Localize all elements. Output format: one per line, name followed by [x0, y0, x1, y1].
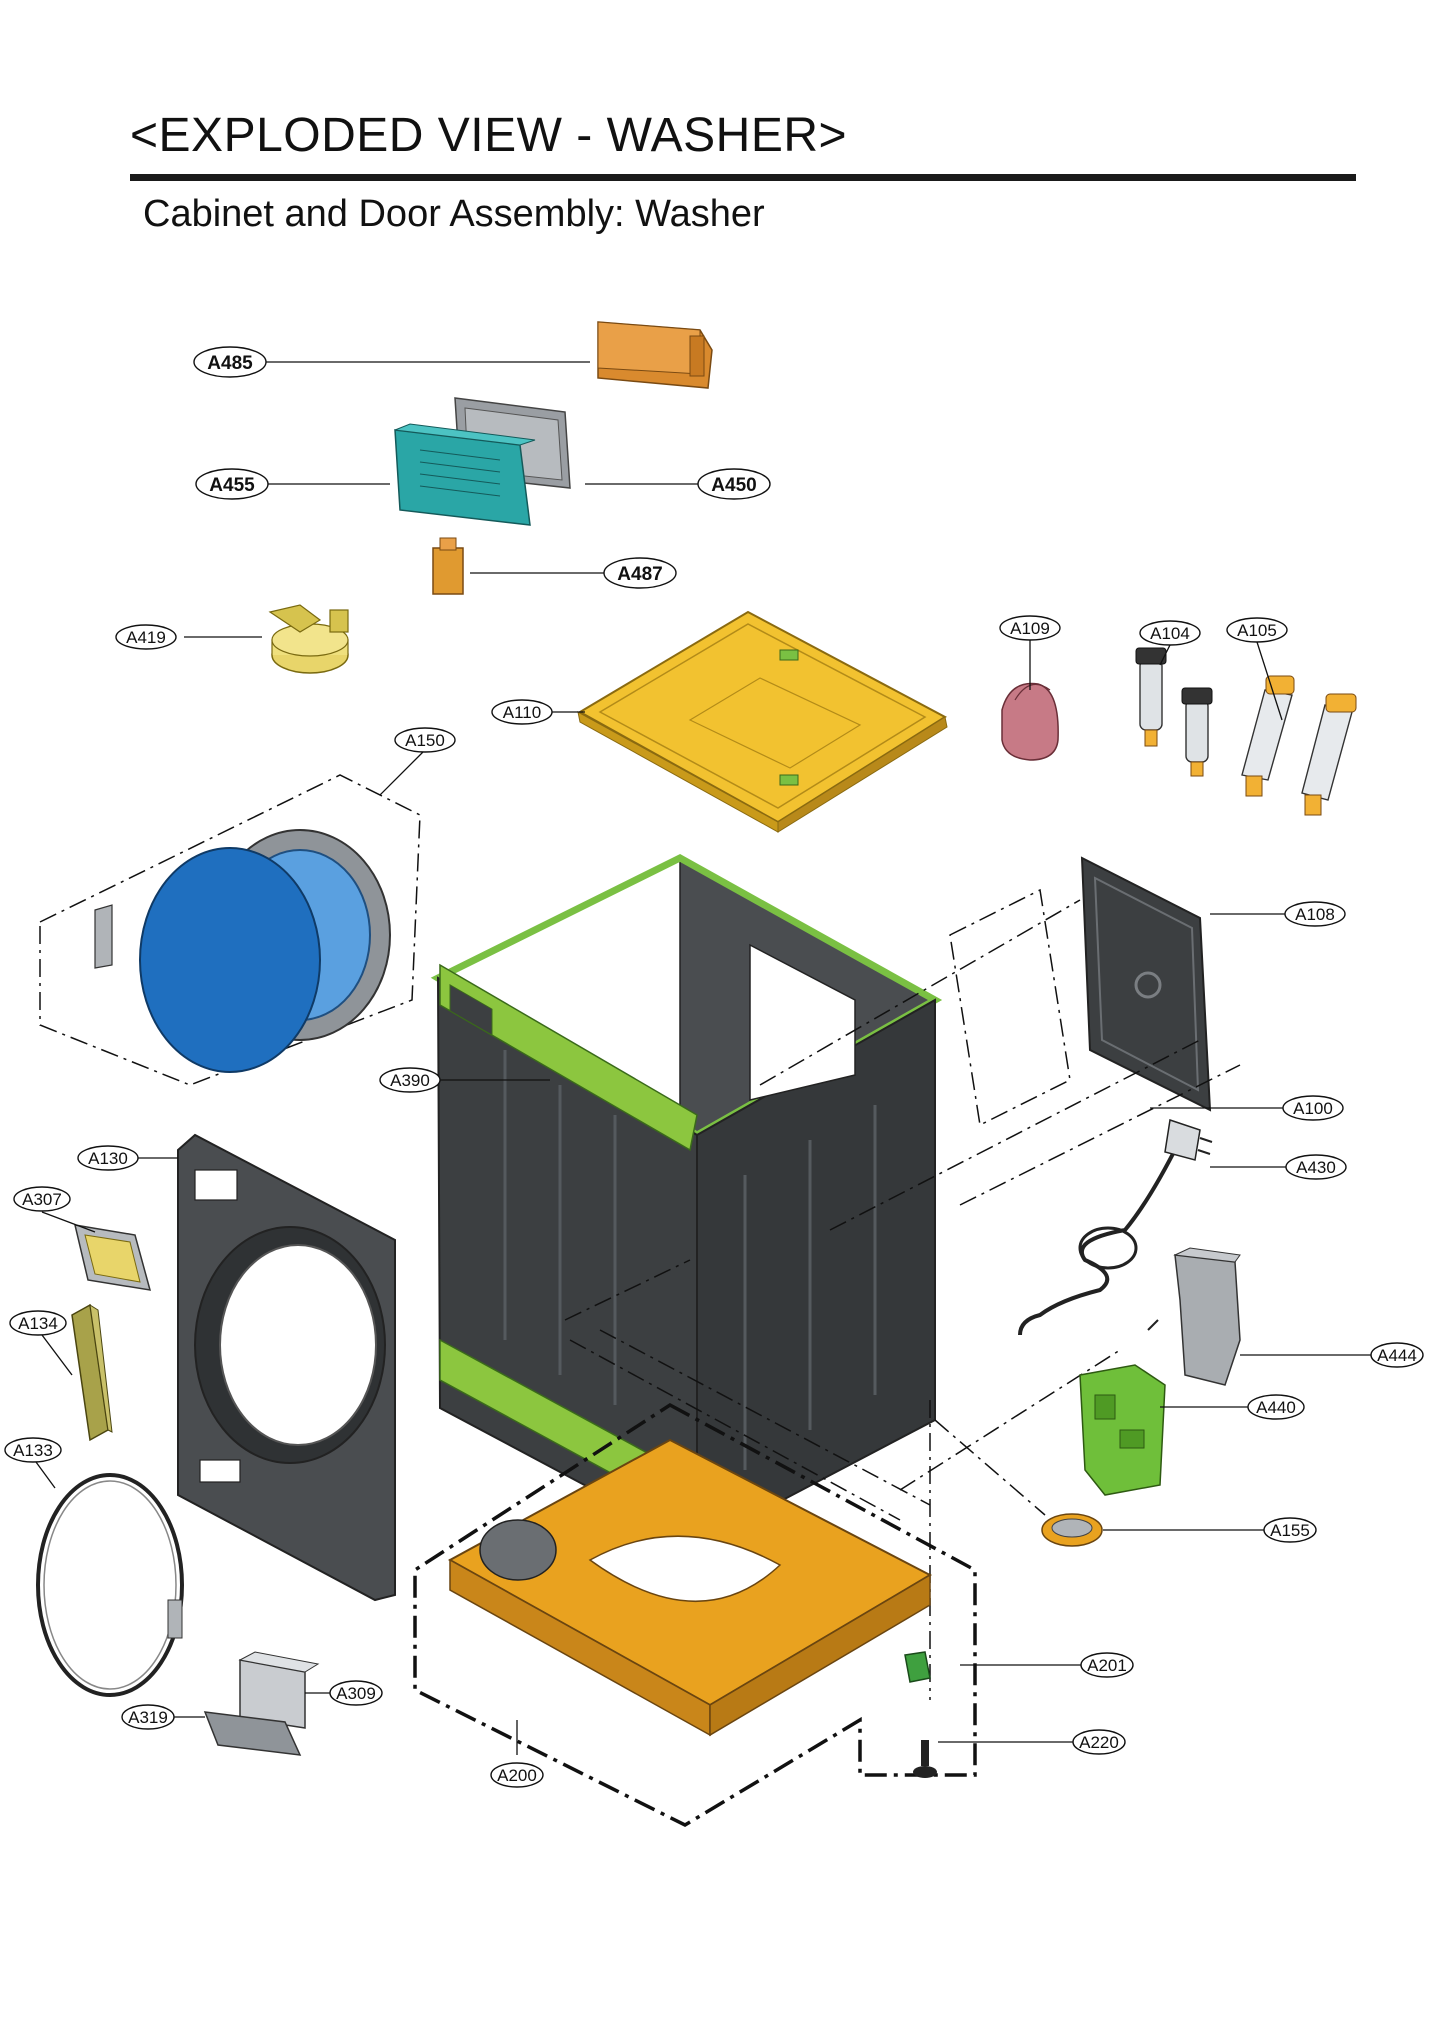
part-a307-dispenser [74, 1224, 152, 1291]
part-a220-leveling-foot [913, 1740, 937, 1778]
svg-text:A155: A155 [1270, 1521, 1310, 1540]
callout-a134: A134 [9, 1310, 67, 1336]
part-a100-cabinet [430, 854, 943, 1547]
callout-a109: A109 [999, 615, 1061, 641]
part-a105-inlet-hoses [1241, 675, 1357, 816]
svg-text:A485: A485 [207, 353, 253, 374]
svg-text:A307: A307 [22, 1190, 62, 1209]
callout-a419: A419 [115, 624, 177, 650]
page-title: <EXPLODED VIEW - WASHER> [130, 109, 848, 162]
part-a444-cord-cover [1173, 1247, 1241, 1386]
part-a430-power-cord [1018, 1119, 1213, 1336]
part-a110-top-plate [577, 610, 948, 833]
callout-a220: A220 [1072, 1729, 1126, 1755]
callout-a390: A390 [379, 1067, 441, 1093]
part-a155-cap [1041, 1513, 1103, 1547]
svg-text:A134: A134 [18, 1314, 58, 1333]
callout-a487: A487 [603, 557, 677, 589]
svg-text:A319: A319 [128, 1708, 168, 1727]
callout-a440: A440 [1247, 1394, 1305, 1420]
svg-text:A220: A220 [1079, 1733, 1119, 1752]
svg-text:A100: A100 [1293, 1099, 1333, 1118]
part-a134-hinge [71, 1303, 113, 1442]
callout-a455: A455 [195, 468, 269, 500]
svg-text:A444: A444 [1377, 1346, 1417, 1365]
part-a319-filter-cover [203, 1711, 302, 1756]
svg-text:A201: A201 [1087, 1656, 1127, 1675]
screw [1147, 1319, 1159, 1331]
part-a201-bracket [904, 1651, 931, 1683]
callout-a133: A133 [4, 1437, 62, 1463]
part-a485-pcb-cover [597, 321, 713, 389]
part-a455-pcb-case [394, 423, 536, 526]
callout-a444: A444 [1370, 1342, 1424, 1368]
part-a150-door-assembly [39, 774, 421, 1086]
svg-text:A109: A109 [1010, 619, 1050, 638]
callout-a485: A485 [193, 346, 267, 378]
callout-a201: A201 [1080, 1652, 1134, 1678]
callout-a319: A319 [121, 1704, 175, 1730]
callout-a104: A104 [1139, 620, 1201, 646]
svg-text:A104: A104 [1150, 624, 1190, 643]
part-a200-base-frame [413, 1402, 977, 1827]
callout-a110: A110 [491, 699, 553, 725]
leader-lines [35, 361, 1372, 1755]
svg-text:A130: A130 [88, 1149, 128, 1168]
part-a487-bracket [432, 537, 464, 595]
part-a419-pressure-switch [268, 604, 349, 674]
callout-a108: A108 [1284, 901, 1346, 927]
part-a130-front-panel [177, 1133, 396, 1602]
callout-a155: A155 [1263, 1517, 1317, 1543]
exploded-guides [564, 888, 1241, 1700]
svg-text:A419: A419 [126, 628, 166, 647]
callout-a100: A100 [1282, 1095, 1344, 1121]
callout-a450: A450 [697, 468, 771, 500]
page-subtitle: Cabinet and Door Assembly: Washer [143, 193, 765, 235]
svg-text:A450: A450 [711, 475, 756, 496]
svg-text:A455: A455 [209, 475, 255, 496]
part-a440-noise-filter [1079, 1364, 1166, 1496]
callout-a150: A150 [394, 727, 456, 753]
svg-text:A390: A390 [390, 1071, 430, 1090]
svg-text:A133: A133 [13, 1441, 53, 1460]
part-a108-rear-cover [1080, 856, 1212, 1112]
callout-a200: A200 [490, 1762, 544, 1788]
svg-text:A430: A430 [1296, 1158, 1336, 1177]
callout-a430: A430 [1285, 1154, 1347, 1180]
svg-text:A487: A487 [617, 564, 662, 585]
svg-text:A108: A108 [1295, 905, 1335, 924]
part-a309-filter-housing [238, 1651, 320, 1729]
svg-text:A105: A105 [1237, 621, 1277, 640]
svg-text:A110: A110 [503, 703, 541, 722]
callout-a307: A307 [13, 1186, 71, 1212]
part-a109-hook [1001, 682, 1059, 761]
callout-a309: A309 [329, 1680, 383, 1706]
title-rule [130, 174, 1356, 181]
callout-a105: A105 [1226, 617, 1288, 643]
callout-a130: A130 [77, 1145, 139, 1171]
svg-text:A200: A200 [497, 1766, 537, 1785]
svg-text:A150: A150 [405, 731, 445, 750]
part-a104-inlet-valves [1135, 647, 1213, 777]
part-a133-door-ring [36, 1473, 184, 1697]
svg-text:A309: A309 [336, 1684, 376, 1703]
svg-text:A440: A440 [1256, 1398, 1296, 1417]
